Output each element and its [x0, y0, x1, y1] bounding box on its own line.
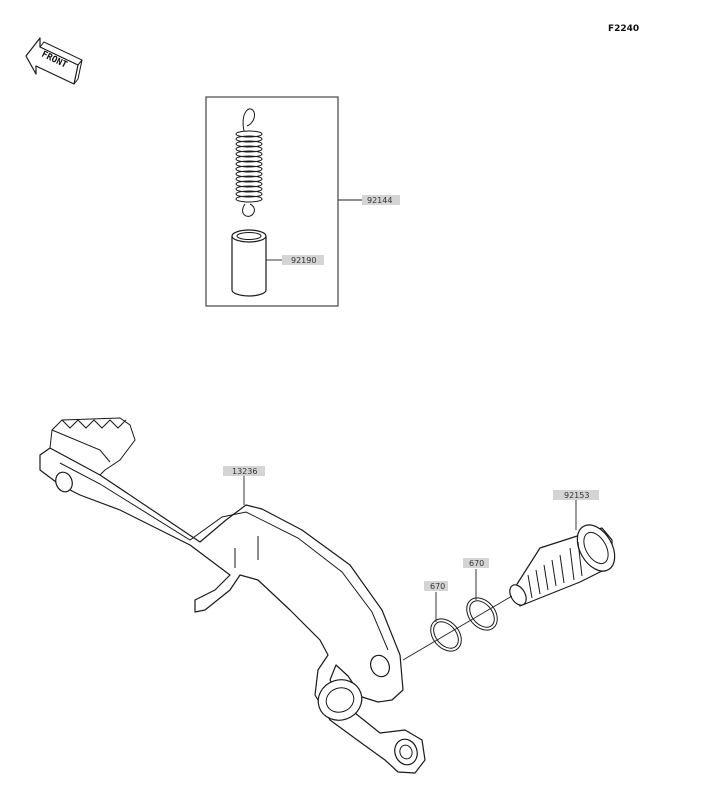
- spring-coil: [235, 160, 263, 168]
- spring-coil: [235, 135, 263, 143]
- svg-text:92153: 92153: [564, 491, 589, 500]
- spring-coil: [235, 185, 263, 193]
- o-ring-left[interactable]: [424, 613, 467, 657]
- svg-text:92144: 92144: [367, 196, 392, 205]
- part-label-92153[interactable]: 92153: [553, 490, 599, 500]
- collar[interactable]: [231, 229, 267, 297]
- spring-coil: [235, 190, 263, 198]
- spring-coil: [235, 145, 263, 153]
- spring-coil: [235, 170, 263, 178]
- figure-code: F2240: [608, 24, 639, 34]
- part-label-670-right[interactable]: 670: [463, 558, 489, 568]
- o-ring-right[interactable]: [460, 592, 503, 636]
- front-arrow-icon: FRONT: [25, 37, 83, 85]
- svg-text:670: 670: [430, 582, 445, 591]
- spring-coil: [235, 175, 263, 183]
- spring-coil: [235, 130, 263, 138]
- pivot-shaft[interactable]: [506, 518, 622, 608]
- spring-coil: [235, 155, 263, 163]
- assembly-line: [402, 595, 513, 661]
- svg-text:13236: 13236: [232, 467, 257, 476]
- svg-text:670: 670: [469, 559, 484, 568]
- spring-coil: [235, 195, 263, 203]
- spring-coil: [235, 140, 263, 148]
- part-label-670-left[interactable]: 670: [424, 581, 448, 591]
- part-label-92190[interactable]: 92190: [282, 255, 324, 265]
- spring-coil: [235, 150, 263, 158]
- brake-pedal[interactable]: [39, 417, 426, 774]
- spring-coil: [235, 180, 263, 188]
- spring-coil: [235, 165, 263, 173]
- kit-box: [205, 96, 339, 307]
- part-label-13236[interactable]: 13236: [223, 466, 265, 476]
- return-spring[interactable]: [235, 108, 263, 217]
- part-label-92144[interactable]: 92144: [362, 195, 400, 205]
- svg-text:92190: 92190: [291, 256, 316, 265]
